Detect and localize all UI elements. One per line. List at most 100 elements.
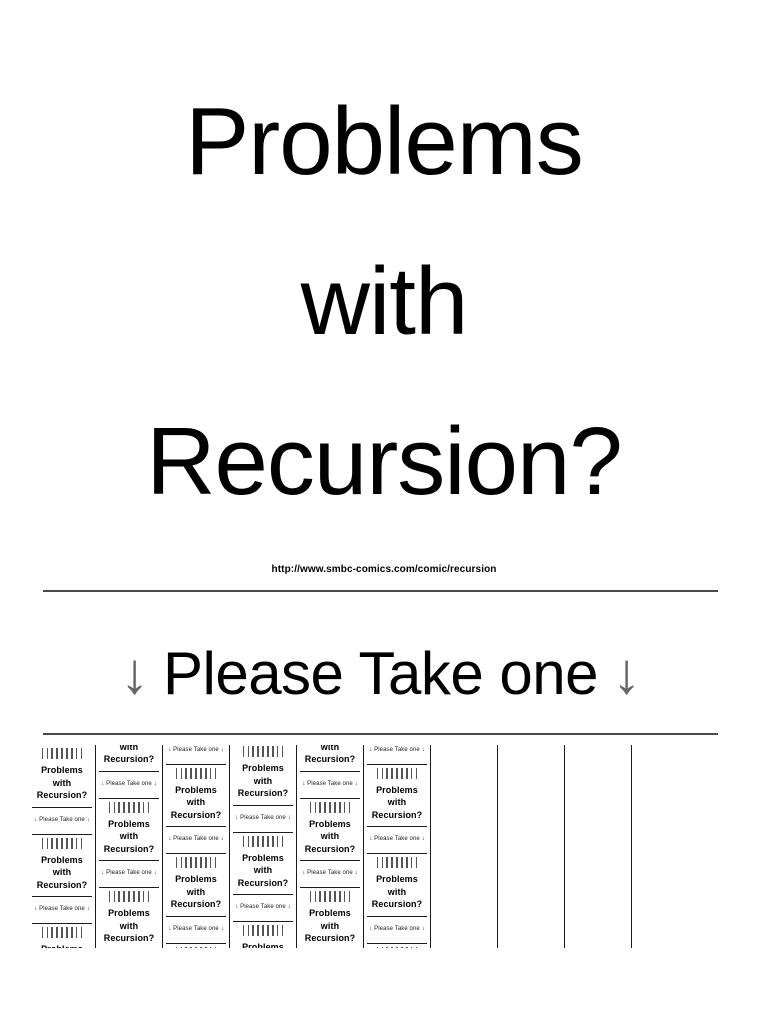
tear-tick-icon bbox=[66, 837, 68, 849]
mini-poster-title-line-2: Recursion? bbox=[103, 754, 155, 764]
mini-take-one-label: ↓ Please Take one ↓ bbox=[302, 870, 358, 876]
mini-poster-title-line-1: Problems with bbox=[32, 943, 92, 948]
tear-tick-icon bbox=[214, 946, 217, 948]
tear-tick-icon bbox=[180, 767, 183, 779]
tear-tick-row bbox=[29, 745, 95, 762]
mini-take-one-label: ↓ Please Take one ↓ bbox=[168, 925, 224, 932]
page-title-line-3: Recursion? bbox=[146, 408, 623, 515]
tear-tick-icon bbox=[376, 946, 379, 948]
tear-tick-icon bbox=[415, 767, 418, 779]
tear-tick-icon bbox=[314, 891, 317, 902]
mini-poster-divider bbox=[367, 915, 427, 917]
mini-poster-title-line-2: Recursion? bbox=[237, 877, 289, 888]
tear-tick-row bbox=[163, 765, 229, 782]
mini-poster-title-line-2: Recursion? bbox=[103, 933, 155, 943]
tear-tick-icon bbox=[396, 767, 398, 779]
tear-tick-icon bbox=[281, 835, 284, 847]
mini-poster-divider bbox=[233, 804, 293, 806]
tear-tick-icon bbox=[190, 857, 192, 868]
down-arrow-icon-left: ↓ bbox=[119, 641, 149, 706]
tear-tick-icon bbox=[56, 927, 58, 938]
tear-tick-icon bbox=[56, 837, 58, 849]
mini-poster-title-line-2: Recursion? bbox=[371, 809, 423, 820]
tear-tick-icon bbox=[252, 925, 255, 936]
tear-tick-icon bbox=[405, 857, 408, 868]
tear-tick-icon bbox=[147, 801, 150, 813]
tear-tick-icon bbox=[271, 925, 274, 936]
tear-tick-icon bbox=[401, 857, 403, 868]
take-one-banner: ↓ Please Take one ↓ bbox=[43, 628, 718, 720]
mini-poster-divider bbox=[367, 853, 427, 854]
tear-tick-icon bbox=[252, 835, 255, 847]
mini-take-one-label: ↓ Please Take one ↓ bbox=[34, 816, 90, 823]
tear-tick-icon bbox=[46, 748, 49, 759]
tear-tick-icon bbox=[66, 748, 68, 759]
take-one-label: Please Take one bbox=[162, 640, 599, 707]
strip-board-spacer bbox=[632, 745, 699, 948]
source-url-caption: http://www.smbc-comics.com/comic/recursi… bbox=[271, 564, 497, 575]
mini-poster-divider bbox=[300, 797, 360, 799]
empty-strip-column bbox=[431, 745, 498, 948]
tear-tick-icon bbox=[41, 927, 44, 938]
mini-poster-title-line-1: Problems with bbox=[108, 908, 150, 931]
mini-poster-divider bbox=[32, 806, 92, 808]
tear-tick-row bbox=[230, 745, 296, 760]
mini-poster-divider bbox=[300, 770, 360, 772]
mini-poster-divider bbox=[32, 833, 92, 835]
mini-poster-title-line-1: Problems with bbox=[309, 908, 351, 931]
tear-tick-row bbox=[163, 944, 229, 948]
mini-poster-title-line-1: Problems with bbox=[309, 818, 351, 842]
tear-tick-icon bbox=[56, 748, 58, 759]
mini-poster-title-line-2: Recursion? bbox=[170, 809, 222, 820]
tear-tick-icon bbox=[123, 801, 125, 813]
down-arrow-icon-right: ↓ bbox=[612, 641, 642, 706]
tear-tick-icon bbox=[242, 835, 245, 847]
tear-tick-icon bbox=[281, 746, 284, 757]
tear-tick-icon bbox=[267, 925, 269, 936]
tear-tick-icon bbox=[200, 857, 202, 868]
tear-tick-icon bbox=[70, 927, 73, 938]
tear-tick-icon bbox=[190, 767, 192, 779]
page-title-line-1: Problems bbox=[185, 88, 583, 195]
tear-tick-icon bbox=[75, 748, 78, 759]
tear-tick-icon bbox=[276, 746, 279, 757]
tear-tick-icon bbox=[200, 946, 202, 948]
mini-take-one-label: ↓ Please Take one ↓ bbox=[235, 904, 291, 910]
